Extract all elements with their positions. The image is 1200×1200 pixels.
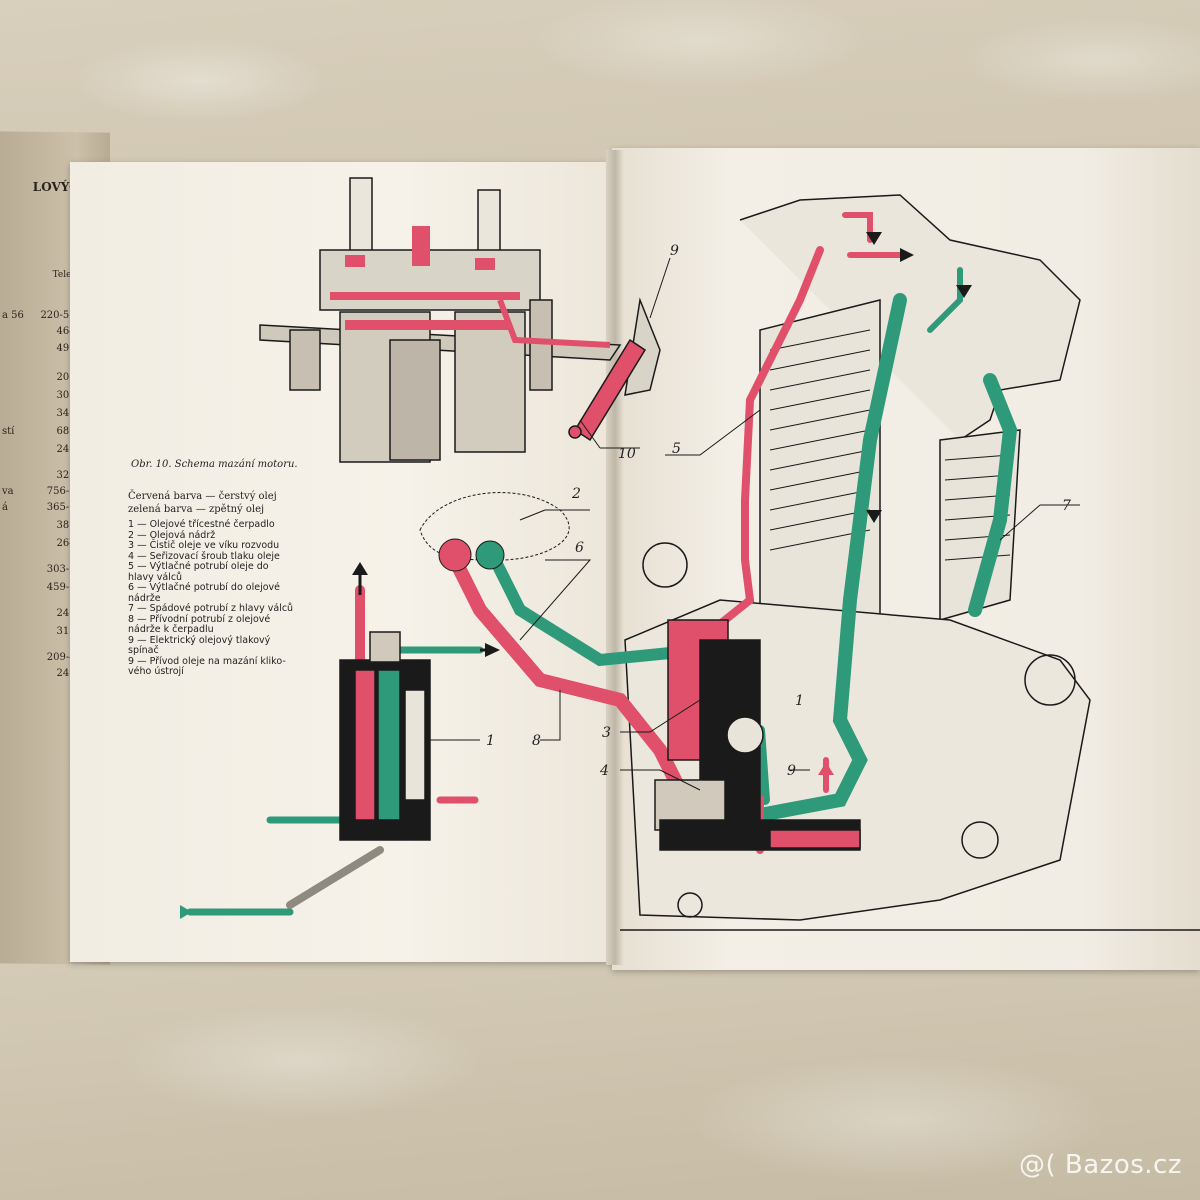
legend-item: 9 — Elektrický olejový tlakový (128, 634, 271, 646)
top-section-fresh-oil (330, 226, 611, 348)
legend-item: nádrže (128, 592, 161, 604)
legend-item: vého ústrojí (128, 666, 184, 677)
phone-row-number: 756-82 (46, 486, 82, 497)
callout-6: 6 (575, 540, 584, 556)
legend-item: 5 — Výtlačné potrubí oleje do (128, 561, 269, 572)
phone-row-number: 303-72 (46, 564, 82, 575)
arrows (180, 232, 972, 919)
legend-item: 2 — Olejová nádrž (128, 529, 216, 541)
color-key: Červená barva — čerstvý olej zelená barv… (128, 490, 277, 516)
callout-8: 8 (532, 733, 541, 749)
legend-item: 1 — Olejové třícestné čerpadlo (128, 519, 275, 530)
legend-item: 3 — Čistič oleje ve víku rozvodu (128, 540, 280, 551)
callout-3: 3 (602, 725, 611, 741)
legend-item: hlavy válců (128, 571, 183, 583)
phone-row-label: á (2, 502, 8, 513)
phone-row-number: 2410 (57, 444, 82, 455)
phone-row-number: 3011 (57, 390, 82, 401)
phone-row-label: stí (2, 426, 15, 437)
column-header: Telefon (53, 270, 86, 280)
legend-item: nádrže k čerpadlu (128, 624, 214, 635)
callout-5: 5 (672, 441, 681, 457)
phone-row-label: a 56 (2, 310, 24, 321)
pressure-switch-10 (568, 297, 661, 442)
callout-7: 7 (1062, 498, 1071, 514)
callout-10: 10 (618, 446, 636, 462)
legend-item: 4 — Seřizovací šroub tlaku oleje (128, 550, 280, 562)
phone-row-number: 4912 (57, 343, 82, 354)
cylinder-fins (769, 329, 1011, 561)
phone-row-number: 3197 (57, 626, 82, 637)
phone-row-number: 209-44 (46, 652, 82, 663)
watermark: @( Bazos.cz (1019, 1150, 1182, 1180)
phone-row-number: 220-551 (40, 310, 82, 321)
oil-tank-2 (419, 492, 570, 572)
pump-body-main (654, 619, 861, 851)
legend-item: 6 — Výtlačné potrubí do olejové (128, 582, 281, 593)
callout-9-bottom: 9 (787, 763, 796, 779)
callout-numbers: 9 10 5 2 6 1 8 3 4 1 9 7 (486, 243, 1071, 779)
phone-row-number: 2430 (57, 668, 82, 679)
legend-item: 8 — Přívodní potrubí z olejové (128, 613, 271, 625)
callout-4: 4 (599, 763, 609, 779)
phone-row-number: 3889 (57, 520, 82, 531)
phone-row-number: 4642 (57, 326, 82, 337)
figure-caption: Obr. 10. Schema mazání motoru. (131, 459, 298, 470)
callout-1-left: 1 (486, 733, 495, 749)
callout-2: 2 (571, 486, 581, 502)
legend-item: 7 — Spádové potrubí z hlavy válců (128, 603, 294, 614)
color-key-red: Červená barva — čerstvý olej (128, 491, 277, 502)
phone-row-label: va (2, 486, 14, 497)
legend-item: 9 — Přívod oleje na mazání kliko- (128, 655, 286, 667)
pump-body-left (339, 631, 431, 841)
phone-row-number: 2404 (57, 608, 82, 619)
callout-1-right: 1 (795, 693, 804, 709)
phone-row-number: 459-89 (46, 582, 82, 593)
phone-row-number: 3482 (57, 408, 82, 419)
callout-9-top: 9 (670, 243, 679, 259)
phone-row-number: 6864 (57, 426, 82, 437)
phone-row-number: 2087 (57, 372, 82, 383)
phone-row-number: 2640 (57, 538, 82, 549)
leader-lines (430, 257, 1080, 791)
legend-item: spínač (128, 645, 159, 656)
phone-row-number: 365-75 (46, 502, 82, 513)
phone-row-number: 3261 (57, 470, 82, 481)
color-key-green: zelená barva — zpětný olej (128, 504, 265, 515)
